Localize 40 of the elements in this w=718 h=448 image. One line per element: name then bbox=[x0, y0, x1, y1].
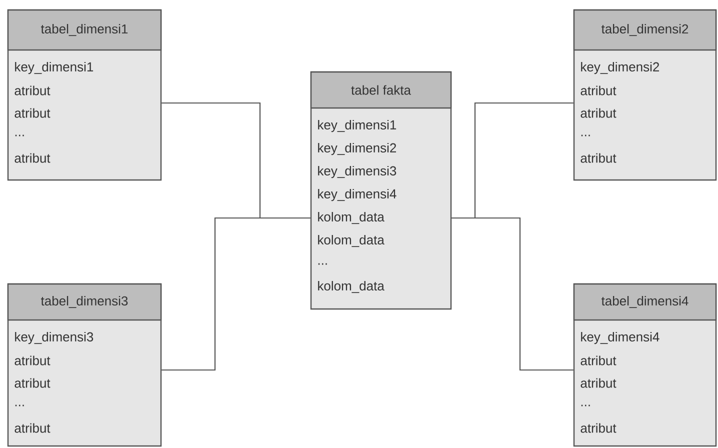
table-row: kolom_data bbox=[318, 281, 384, 293]
table-row: kolom_data bbox=[318, 235, 384, 247]
table-row: atribut bbox=[580, 356, 616, 366]
table-box bbox=[573, 283, 717, 447]
connector-line bbox=[162, 217, 310, 371]
table-row: ... bbox=[581, 134, 590, 136]
table-header: tabel_dimensi3 bbox=[7, 283, 162, 321]
table-box bbox=[573, 9, 717, 181]
table-row: kolom_data bbox=[318, 212, 384, 224]
table-row: ... bbox=[318, 263, 327, 265]
table-header: tabel_dimensi2 bbox=[573, 9, 717, 51]
table-row: key_dimensi3 bbox=[15, 332, 94, 344]
table-row: atribut bbox=[14, 108, 50, 118]
table-row: key_dimensi4 bbox=[318, 188, 396, 202]
table-row: atribut bbox=[580, 378, 616, 388]
table-row: key_dimensi1 bbox=[15, 62, 94, 74]
table-box bbox=[7, 9, 162, 181]
table-row: ... bbox=[15, 404, 24, 406]
table-row: atribut bbox=[14, 86, 50, 96]
table-row: atribut bbox=[580, 423, 616, 433]
table-row: atribut bbox=[580, 86, 616, 96]
table-row: key_dimensi2 bbox=[318, 142, 396, 156]
table-header: tabel fakta bbox=[310, 71, 452, 109]
table-row: key_dimensi2 bbox=[581, 62, 660, 74]
table-row: atribut bbox=[14, 378, 50, 388]
table-box bbox=[310, 71, 452, 310]
table-row: key_dimensi3 bbox=[318, 166, 396, 178]
table-header: tabel_dimensi4 bbox=[573, 283, 717, 321]
table-header: tabel_dimensi1 bbox=[7, 9, 162, 51]
connector-line bbox=[452, 217, 574, 371]
table-row: ... bbox=[15, 134, 24, 136]
table-row: atribut bbox=[580, 153, 616, 163]
table-row: key_dimensi4 bbox=[581, 332, 660, 344]
table-row: atribut bbox=[14, 423, 50, 433]
table-row: atribut bbox=[580, 108, 616, 118]
table-row: atribut bbox=[14, 356, 50, 366]
table-row: ... bbox=[581, 404, 590, 406]
table-box bbox=[7, 283, 162, 447]
table-row: atribut bbox=[14, 153, 50, 163]
table-row: key_dimensi1 bbox=[318, 120, 396, 132]
